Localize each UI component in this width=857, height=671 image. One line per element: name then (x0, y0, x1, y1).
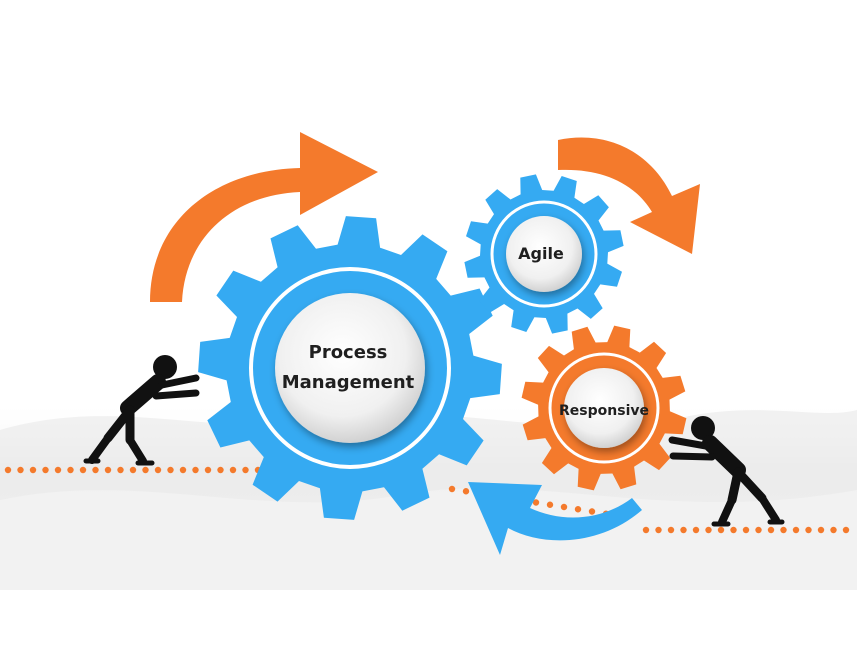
gear-label-responsive: Responsive (559, 403, 649, 419)
blue-curved-arrow-bottom-icon (468, 482, 642, 555)
orange-curved-arrow-left-icon (150, 132, 378, 302)
gear-label-agile: Agile (518, 244, 564, 263)
orange-curved-arrow-right-icon (558, 137, 700, 254)
responsive-gear (521, 325, 687, 491)
right-figure-person-pushing-icon (668, 416, 785, 527)
gear-label-process: Process (309, 342, 388, 363)
gear-label-management: Management (282, 372, 415, 393)
left-figure-person-pushing-icon (83, 355, 200, 466)
process-management-gear (198, 216, 502, 520)
agile-gear (464, 174, 624, 334)
dotted-path (4, 466, 850, 534)
